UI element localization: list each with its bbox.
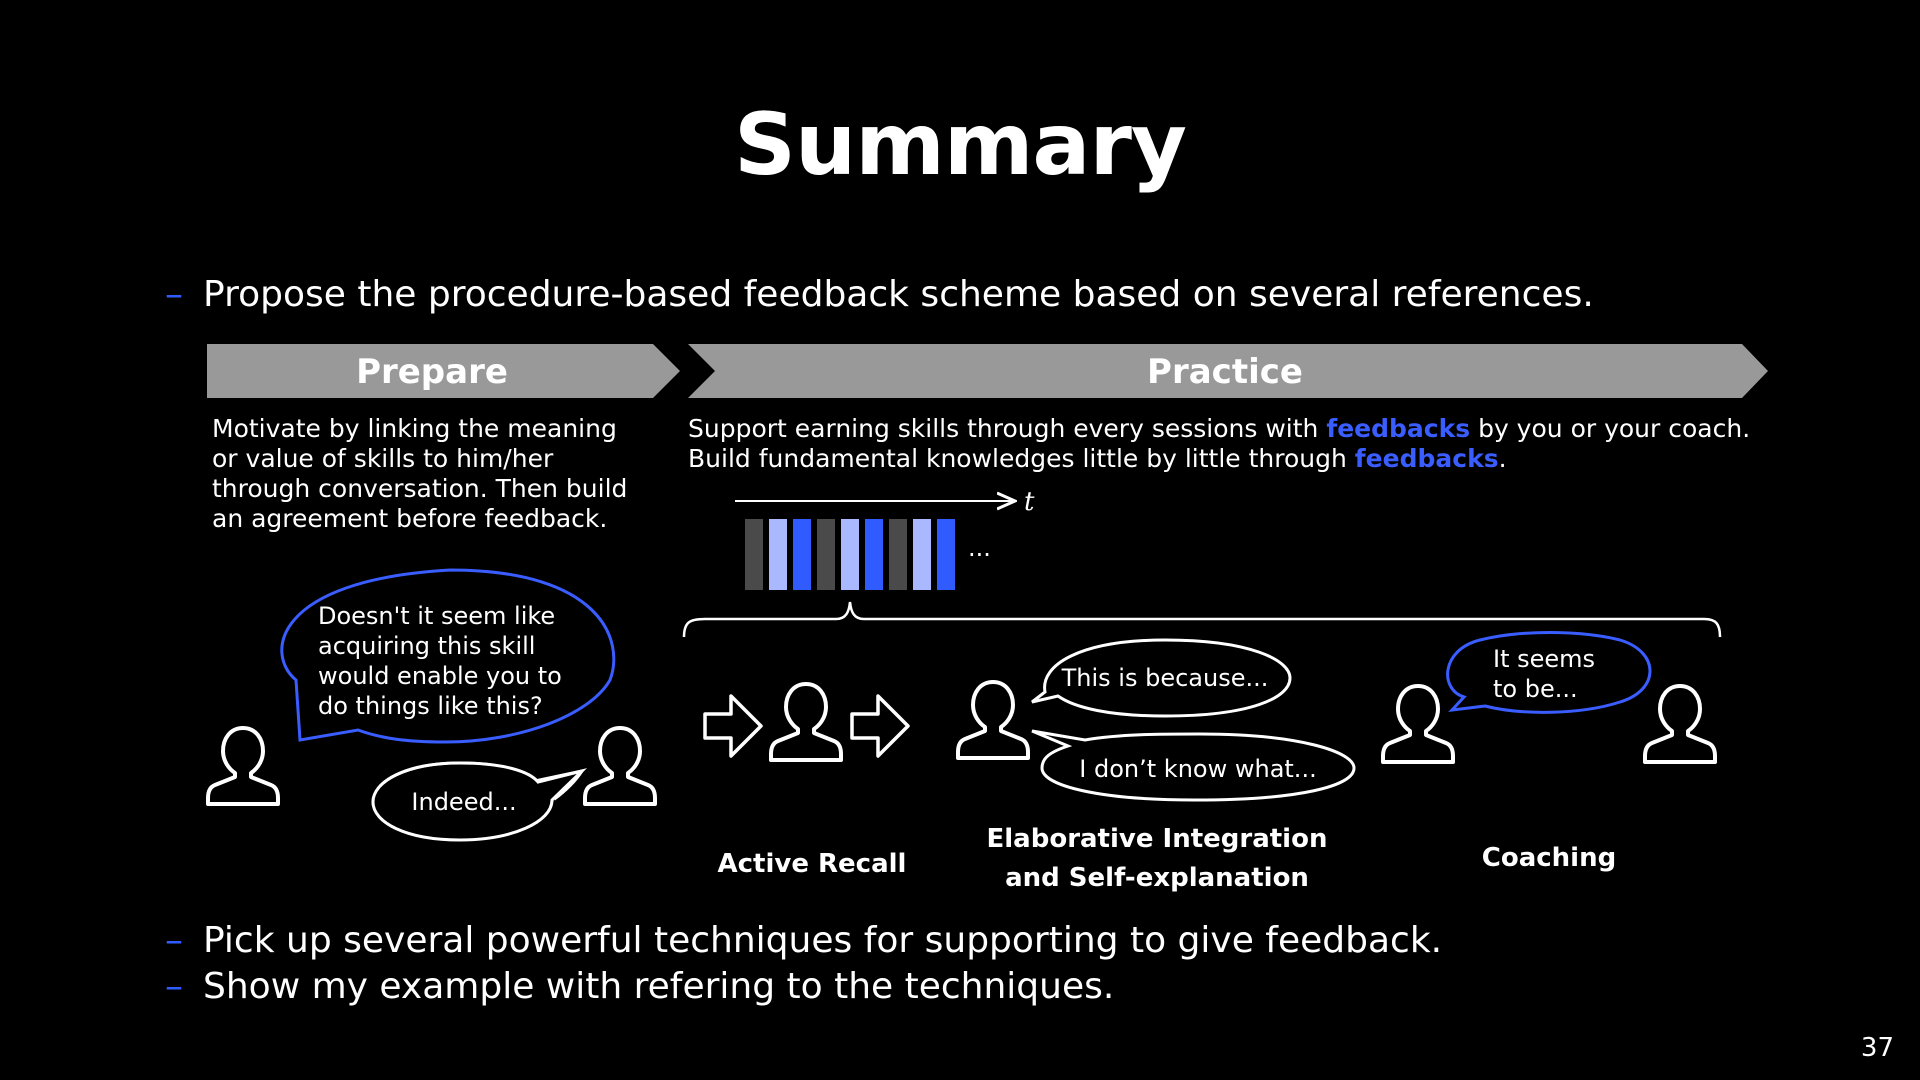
practice-line2-after: . — [1498, 444, 1507, 473]
session-bar-8 — [913, 519, 931, 590]
slide-title: Summary — [734, 95, 1187, 195]
person-icon-coachee — [1643, 684, 1717, 764]
practice-line1-after: by you or your coach. — [1470, 414, 1751, 443]
curly-brace — [682, 601, 1722, 638]
block-arrow-icon-1 — [703, 694, 763, 758]
prepare-banner — [207, 344, 680, 398]
speech-because-text: This is because... — [1061, 664, 1269, 692]
session-bar-4 — [817, 519, 835, 590]
session-bar-9 — [937, 519, 955, 590]
prepare-description-line-3: through conversation. Then build — [212, 474, 628, 503]
session-bar-6 — [865, 519, 883, 590]
speech-long-line-1: Doesn't it seem like — [318, 602, 555, 630]
bullet-show-example: –Show my example with refering to the te… — [165, 966, 1114, 1007]
session-bar-1 — [745, 519, 763, 590]
technique-elaborative: Elaborative Integration and Self-explana… — [957, 820, 1357, 898]
person-icon-active-recall — [769, 682, 843, 762]
speech-bubble-long — [280, 568, 616, 744]
bullet-text: Pick up several powerful techniques for … — [203, 920, 1443, 961]
speech-dont-know-text: I don’t know what... — [1079, 755, 1316, 783]
session-bar-3 — [793, 519, 811, 590]
prepare-description-line-2: or value of skills to him/her — [212, 444, 554, 473]
technique-elaborative-line-2: and Self-explanation — [1005, 863, 1309, 893]
practice-label: Practice — [1147, 352, 1303, 392]
person-icon-coach-prepare — [206, 726, 280, 806]
practice-description: Support earning skills through every ses… — [688, 414, 1750, 474]
bullet-text: Show my example with refering to the tec… — [203, 966, 1115, 1007]
person-icon-learner-prepare — [583, 726, 657, 806]
practice-line2-accent: feedbacks — [1354, 444, 1499, 473]
prepare-description-line-4: an agreement before feedback. — [212, 504, 608, 533]
bullet-propose: –Propose the procedure-based feedback sc… — [165, 274, 1594, 315]
person-icon-coach — [1381, 684, 1455, 764]
session-bars — [745, 519, 955, 590]
speech-bubble-dont-know — [1031, 729, 1356, 802]
bullet-text: Propose the procedure-based feedback sch… — [203, 274, 1594, 315]
speech-bubble-it-seems — [1446, 631, 1652, 714]
session-bar-2 — [769, 519, 787, 590]
speech-bubble-because — [1031, 638, 1292, 718]
bullet-pick-up: –Pick up several powerful techniques for… — [165, 920, 1442, 961]
practice-description-line-1: Support earning skills through every ses… — [688, 414, 1750, 444]
practice-banner — [688, 344, 1768, 398]
technique-elaborative-line-1: Elaborative Integration — [986, 824, 1328, 854]
time-axis-label: t — [1024, 487, 1035, 517]
speech-reply-text: Indeed... — [411, 788, 516, 816]
speech-long-line-4: do things like this? — [318, 692, 543, 720]
speech-long-line-3: would enable you to — [318, 662, 562, 690]
practice-line2-before: Build fundamental knowledges little by l… — [688, 444, 1355, 473]
technique-active-recall: Active Recall — [717, 849, 907, 879]
speech-it-seems-line-2: to be... — [1493, 675, 1578, 703]
speech-long-line-2: acquiring this skill — [318, 632, 535, 660]
bullet-dash: – — [165, 274, 183, 315]
bullet-dash: – — [165, 966, 183, 1007]
practice-line1-before: Support earning skills through every ses… — [688, 414, 1327, 443]
prepare-description: Motivate by linking the meaning or value… — [212, 414, 627, 534]
session-bar-5 — [841, 519, 859, 590]
practice-line1-accent: feedbacks — [1326, 414, 1471, 443]
session-bar-7 — [889, 519, 907, 590]
prepare-label: Prepare — [356, 352, 508, 392]
session-ellipsis: ... — [968, 534, 991, 562]
technique-coaching: Coaching — [1481, 843, 1617, 873]
person-icon-elaborative — [956, 680, 1030, 760]
bullet-dash: – — [165, 920, 183, 961]
page-number: 37 — [1860, 1033, 1894, 1063]
block-arrow-icon-2 — [850, 694, 910, 758]
prepare-description-line-1: Motivate by linking the meaning — [212, 414, 617, 443]
speech-it-seems-line-1: It seems — [1493, 645, 1595, 673]
practice-description-line-2: Build fundamental knowledges little by l… — [688, 444, 1750, 474]
